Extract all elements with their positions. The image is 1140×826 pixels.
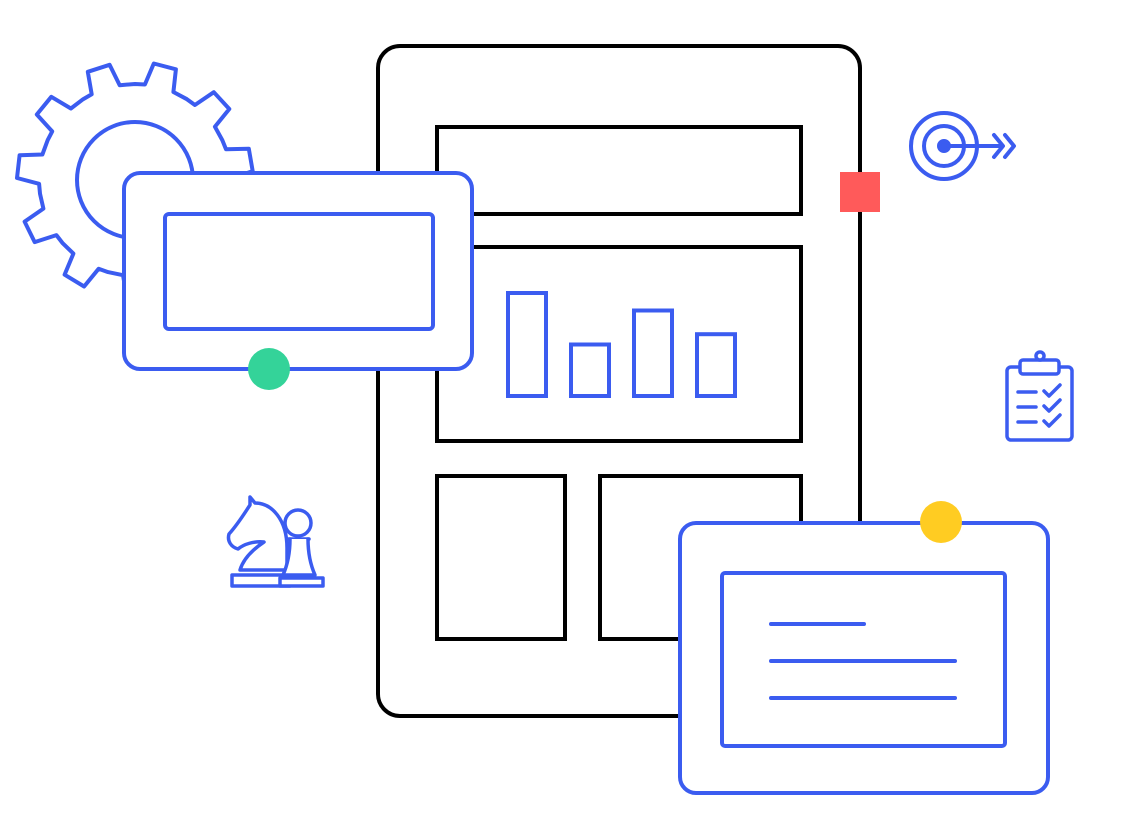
chart-bar (569, 342, 611, 398)
header-panel (435, 125, 803, 216)
yellow-dot (920, 501, 962, 543)
target-icon (909, 111, 1016, 181)
chart-bar (695, 332, 737, 399)
green-dot (248, 348, 290, 390)
widget-panel-left (435, 474, 567, 641)
card-left-inner (163, 212, 435, 331)
chart-bar (506, 291, 548, 398)
floating-card-right (678, 501, 1050, 795)
chart-panel (435, 245, 803, 443)
floating-card-left (122, 171, 474, 390)
clipboard-checklist-icon (1005, 350, 1074, 442)
red-square-marker (840, 172, 880, 212)
chart-bar (632, 308, 674, 398)
bar-chart (506, 291, 737, 399)
chess-pieces-icon (226, 495, 325, 588)
